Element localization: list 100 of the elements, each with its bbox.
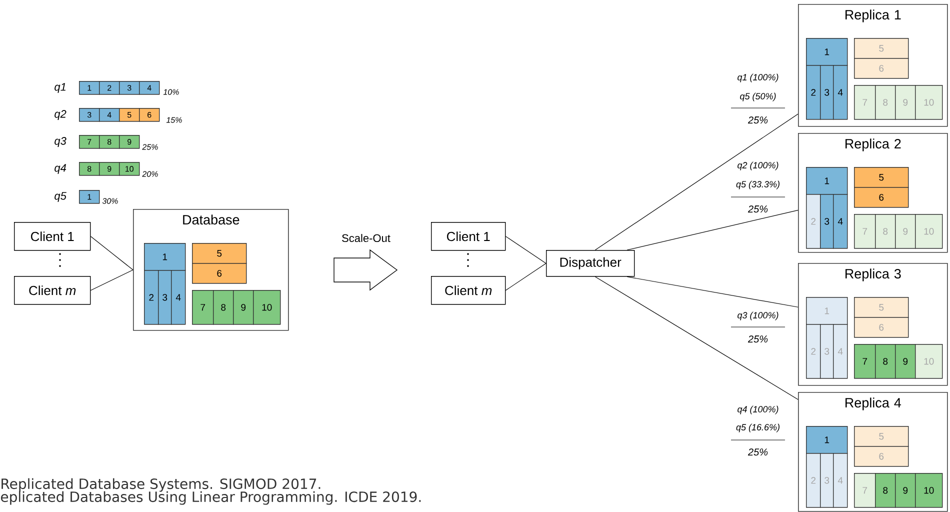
- fragment-cell: 2: [806, 65, 821, 120]
- client-box: Client m: [14, 276, 91, 305]
- fragment-cell: 1: [806, 297, 848, 325]
- connector-line: [90, 270, 134, 291]
- fragment-cell: 4: [171, 270, 186, 325]
- percentage-label: 10%: [163, 89, 179, 95]
- fragment-cell: 10: [915, 473, 943, 508]
- fragment-cell: 8: [99, 135, 120, 149]
- fragment-cell: 3: [820, 194, 834, 249]
- fragment-cell: 6: [854, 446, 909, 467]
- connector-line: [594, 276, 798, 400]
- fragment-cell: 2: [806, 324, 821, 379]
- client-box: Client 1: [431, 222, 506, 251]
- query-label: q3: [54, 137, 66, 147]
- fragment-cell: 5: [854, 167, 909, 188]
- fragment-cell: 3: [820, 453, 834, 508]
- fragment-cell: 8: [875, 214, 896, 249]
- share-label: q5 (50%): [740, 92, 776, 102]
- fragment-cell: 9: [895, 344, 916, 379]
- fragment-cell: 7: [854, 473, 876, 508]
- fragment-cell: 7: [79, 135, 100, 149]
- fragment-cell: 8: [213, 290, 234, 325]
- fragment-cell: 2: [99, 81, 120, 95]
- fragment-cell: 5: [854, 297, 909, 318]
- fragment-cell: 10: [915, 344, 943, 379]
- fragment-cell: 1: [79, 190, 100, 204]
- fragment-cell: 8: [79, 162, 100, 176]
- fragment-cell: 8: [875, 473, 896, 508]
- fragment-cell: 9: [233, 290, 254, 325]
- connector-line: [626, 210, 798, 250]
- query-label: q2: [54, 110, 66, 120]
- fragment-cell: 9: [895, 473, 916, 508]
- fragment-cell: 7: [192, 290, 214, 325]
- citation-text: eplicated Databases Using Linear Programming. ICDE 2019.: [0, 491, 421, 505]
- dispatcher-box: Dispatcher: [546, 250, 635, 277]
- query-label: q5: [54, 192, 66, 202]
- fragment-cell: 8: [875, 85, 896, 120]
- fragment-cell: 9: [895, 214, 916, 249]
- percentage-label: 20%: [142, 171, 158, 177]
- connector-line: [505, 236, 546, 264]
- fragment-cell: 9: [895, 85, 916, 120]
- fragment-cell: 4: [833, 194, 848, 249]
- client-box: Client m: [431, 276, 506, 305]
- fragment-cell: 6: [192, 263, 247, 284]
- fragment-cell: 9: [119, 135, 140, 149]
- percentage-label: 30%: [102, 198, 118, 204]
- fragment-cell: 4: [139, 81, 160, 95]
- total-label: 25%: [748, 205, 768, 213]
- percentage-label: 15%: [166, 117, 182, 123]
- fragment-cell: 8: [875, 344, 896, 379]
- fragment-cell: 6: [854, 317, 909, 338]
- fragment-cell: 1: [806, 38, 848, 66]
- fragment-cell: 7: [854, 214, 876, 249]
- fragment-cell: 10: [915, 85, 943, 120]
- fragment-cell: 1: [806, 426, 848, 454]
- fragment-cell: 4: [833, 453, 848, 508]
- fragment-cell: 9: [99, 162, 120, 176]
- share-label: q4 (100%): [738, 406, 778, 414]
- fragment-cell: 1: [144, 243, 186, 271]
- share-label: q5 (33.3%): [736, 180, 780, 190]
- client-box: Client 1: [14, 222, 91, 251]
- fragment-cell: 3: [820, 324, 834, 379]
- total-label: 25%: [748, 335, 768, 343]
- fragment-cell: 7: [854, 344, 876, 379]
- fragment-cell: 2: [806, 453, 821, 508]
- fragment-cell: 10: [119, 162, 140, 176]
- fragment-cell: 4: [99, 108, 120, 122]
- fragment-cell: 2: [144, 270, 159, 325]
- fragment-cell: 7: [854, 85, 876, 120]
- connector-line: [594, 114, 798, 250]
- fragment-cell: 4: [833, 324, 848, 379]
- connector-line: [505, 263, 546, 291]
- share-label: q5 (16.6%): [736, 424, 780, 432]
- fragment-cell: 3: [820, 65, 834, 120]
- fragment-cell: 6: [139, 108, 160, 122]
- connector-line: [626, 276, 798, 308]
- total-label: 25%: [748, 448, 768, 456]
- fragment-cell: 5: [854, 38, 909, 59]
- query-label: q4: [54, 164, 66, 174]
- total-label: 25%: [748, 116, 768, 124]
- fragment-cell: 10: [253, 290, 281, 325]
- query-label: q1: [54, 83, 66, 93]
- fragment-cell: 6: [854, 187, 909, 208]
- connector-line: [90, 236, 134, 270]
- fragment-cell: 5: [192, 243, 247, 264]
- arrow-label: Scale-Out: [342, 234, 390, 242]
- fragment-cell: 1: [806, 167, 848, 195]
- fragment-cell: 2: [806, 194, 821, 249]
- fragment-cell: 3: [79, 108, 100, 122]
- fragment-cell: 10: [915, 214, 943, 249]
- fragment-cell: 4: [833, 65, 848, 120]
- share-label: q1 (100%): [738, 74, 778, 82]
- share-label: q2 (100%): [738, 162, 778, 170]
- citation-text: Replicated Database Systems. SIGMOD 2017.: [2, 478, 320, 492]
- fragment-cell: 5: [854, 426, 909, 447]
- fragment-cell: 6: [854, 58, 909, 79]
- percentage-label: 25%: [142, 144, 158, 150]
- fragment-cell: 5: [119, 108, 140, 122]
- share-label: q3 (100%): [738, 312, 778, 320]
- fragment-cell: 1: [79, 81, 100, 95]
